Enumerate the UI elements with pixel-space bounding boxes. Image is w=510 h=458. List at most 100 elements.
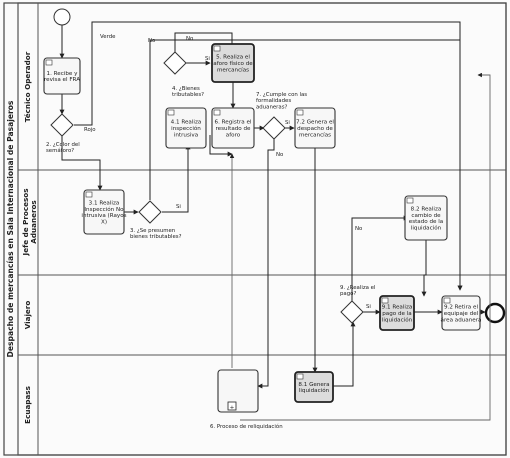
label-rojo: Rojo — [84, 127, 96, 133]
label-si-g4: Si — [205, 56, 210, 62]
gateway-g2-label-1: semáforo? — [46, 147, 74, 154]
gateway-g7-label-0: 7. ¿Cumple con las — [256, 92, 307, 98]
label-no-g4: No — [186, 36, 193, 42]
label-si-g7: Si — [285, 120, 290, 126]
gateway-g4-diamond[interactable] — [163, 51, 187, 75]
task-t92-user-icon — [443, 297, 451, 304]
gateway-g7-label-1: formalidades — [256, 98, 291, 104]
task-t5-label-2: mercancías — [217, 66, 249, 73]
gateway-g9-label-0: 9. ¿Realiza el — [340, 285, 376, 291]
flow-g2-verde — [74, 21, 463, 291]
label-no-g3: No — [148, 38, 155, 44]
gateway-g3-diamond[interactable] — [138, 200, 162, 224]
task-t41-box[interactable] — [165, 107, 207, 149]
subprocess-label: 6. Proceso de reliquidación — [210, 423, 283, 430]
task-t1-user-icon — [45, 59, 53, 66]
flow-g9-no — [351, 215, 409, 302]
flow-t81-g9 — [333, 321, 356, 387]
task-t82-label-0: 8.2 Realiza — [411, 206, 442, 212]
task-t31-label-1: Inspección No — [84, 206, 124, 213]
task-t1-label-1: revisa el FRA — [44, 77, 80, 83]
flow-g3-no — [149, 39, 463, 291]
task-t5-box[interactable] — [211, 43, 255, 83]
flow-g7-no — [257, 139, 275, 389]
task-t72-label-1: despacho de — [297, 126, 333, 132]
label-verde: Verde — [100, 34, 116, 40]
task-t81-label-1: liquidación — [299, 387, 330, 394]
flow-g2-rojo — [61, 136, 103, 191]
task-t1-box[interactable] — [43, 57, 81, 95]
task-t92-label-1: equipaje del — [444, 311, 479, 317]
task-t82-label-1: cambio de — [411, 213, 441, 219]
flow-return-loop — [240, 72, 491, 421]
gateway-g7-diamond[interactable] — [262, 116, 286, 140]
task-t41-label-0: 4.1 Realiza — [171, 120, 202, 126]
task-t82-label-3: liquidación — [411, 225, 442, 232]
lane-label-ecuapass: Ecuapass — [23, 386, 32, 424]
task-t41-label-1: inspección — [171, 125, 201, 132]
task-t6-label-2: aforo — [226, 132, 241, 138]
task-t5-user-icon — [213, 45, 221, 52]
label-no-g9: No — [355, 226, 362, 232]
flow-g4-no — [174, 32, 235, 53]
task-t82-box[interactable] — [404, 195, 448, 241]
task-t5-label-1: aforo físico de — [213, 60, 253, 67]
gateway-g2-diamond[interactable] — [50, 113, 74, 137]
task-t6-user-icon — [213, 109, 221, 116]
task-t92-box[interactable] — [441, 295, 481, 331]
gateway-g2-label-0: 2. ¿Color del — [46, 142, 80, 148]
lane-label-jefe-line1: Jefe de Procesos — [21, 189, 30, 257]
task-t82-label-2: estado de la — [409, 219, 443, 225]
task-t31-label-3: X) — [101, 220, 107, 226]
task-t91-user-icon — [381, 297, 389, 304]
task-t1-label-0: 1. Recibe y — [47, 71, 79, 77]
label-no-g7: No — [276, 152, 283, 158]
gateway-g4-label-0: 4. ¿Bienes — [172, 86, 200, 92]
task-t91-label-0: 9.1 Realiza — [382, 305, 413, 311]
task-t72-box[interactable] — [294, 107, 336, 149]
gateway-g9-diamond[interactable] — [340, 300, 364, 324]
subprocess-box[interactable] — [217, 369, 259, 413]
task-t31-label-2: intrusiva (Rayos — [81, 213, 126, 219]
subprocess-reliquidacion[interactable]: + 6. Proceso de reliquidación — [210, 369, 283, 430]
subprocess-marker: + — [230, 405, 235, 411]
gateway-g7-label-2: aduaneras? — [256, 104, 288, 110]
task-t31-box[interactable] — [83, 189, 125, 235]
task-t6-label-1: resultado de — [216, 126, 252, 132]
end-event[interactable] — [484, 302, 506, 324]
task-t81-user-icon — [296, 373, 304, 380]
pool-title: Despacho de mercancías en Sala Internaci… — [6, 100, 15, 357]
flow-t82-t91 — [421, 240, 427, 297]
lane-label-viajero: Viajero — [23, 301, 32, 330]
flow-t41-t6 — [209, 135, 233, 157]
task-t91-label-1: pago de la — [382, 311, 411, 317]
task-t81-label-0: 8.1 Genera — [298, 382, 329, 388]
task-t92-label-0: 9.2 Retira el — [444, 305, 478, 311]
task-t72-label-0: 7.2 Genera el — [296, 120, 334, 126]
task-t81-box[interactable] — [294, 371, 334, 403]
gateway-g3-label-0: 3. ¿Se presumen — [130, 228, 175, 234]
task-t41-user-icon — [167, 109, 175, 116]
task-t82-user-icon — [406, 197, 414, 204]
task-t92-label-2: área aduanera — [441, 316, 482, 323]
task-t91-box[interactable] — [379, 295, 415, 331]
start-event[interactable] — [53, 8, 71, 26]
task-t6-box[interactable] — [211, 107, 255, 149]
